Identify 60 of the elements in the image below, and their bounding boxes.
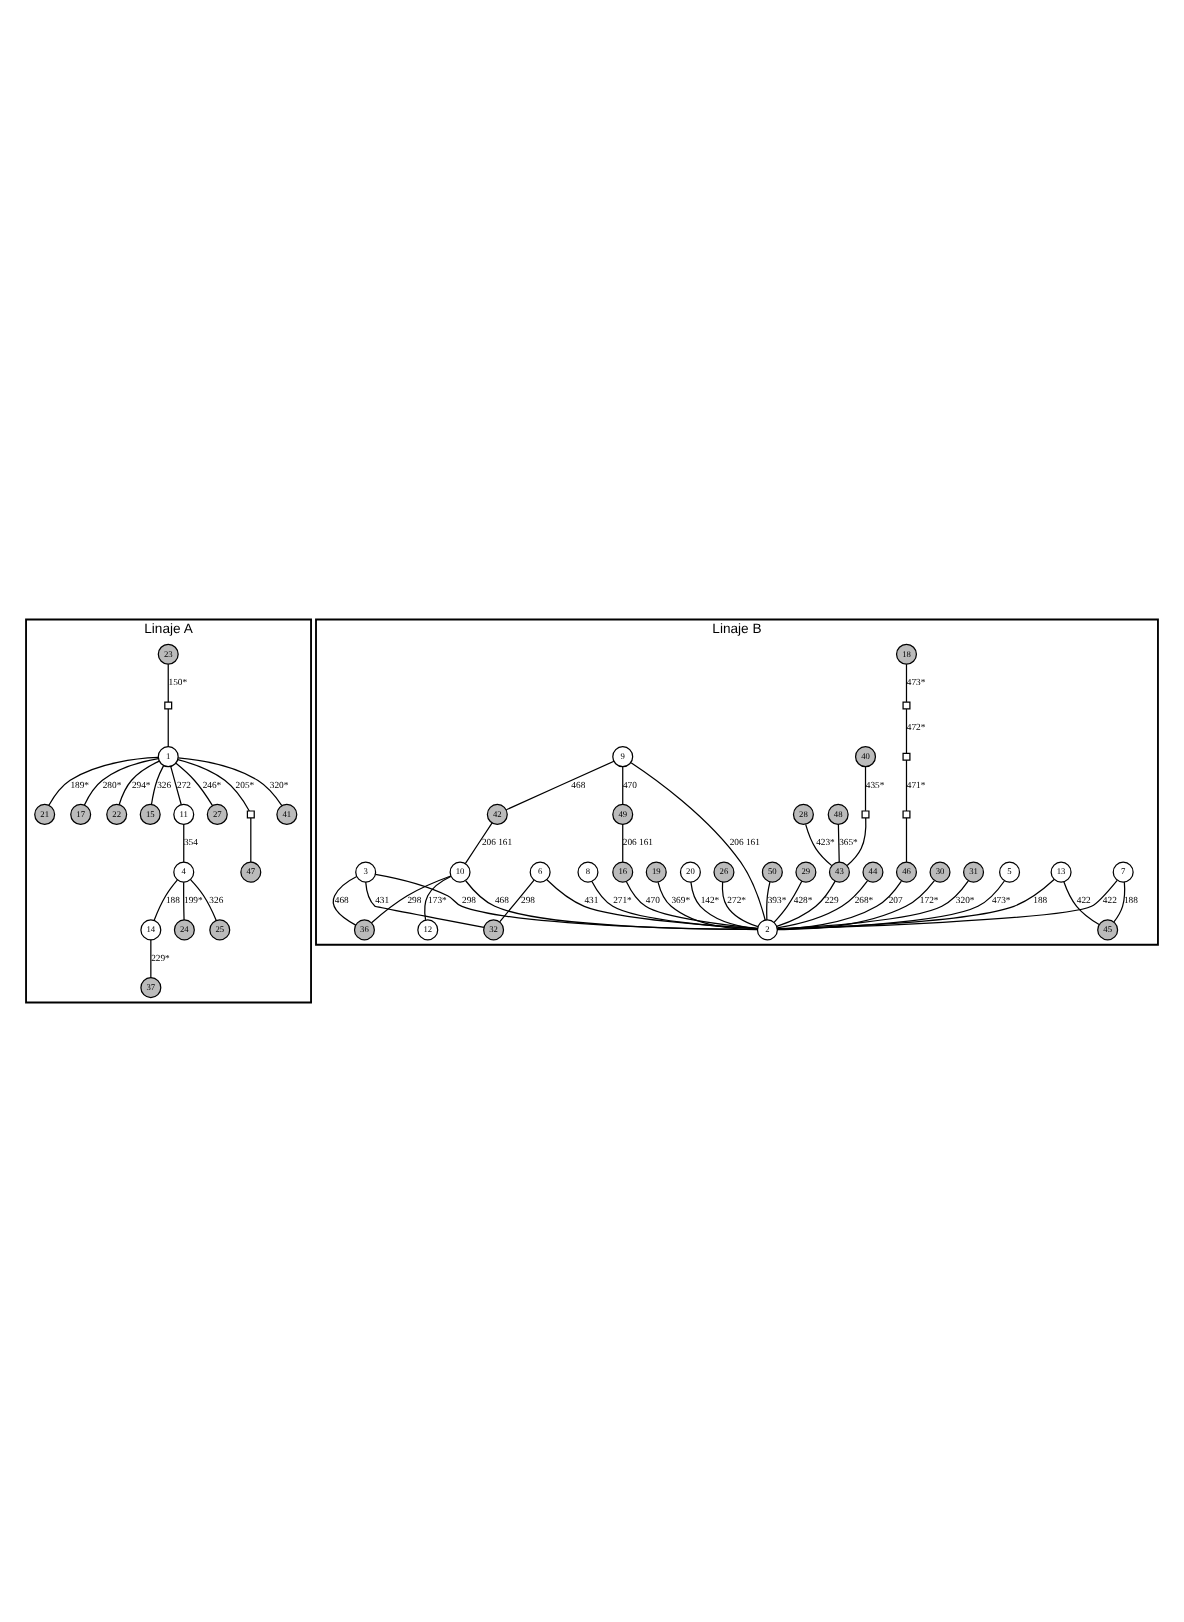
connector bbox=[905, 817, 908, 863]
connector bbox=[250, 817, 252, 863]
connector bbox=[118, 760, 160, 806]
connector bbox=[776, 880, 869, 929]
connector bbox=[657, 881, 759, 931]
node-box bbox=[902, 810, 911, 819]
connector bbox=[776, 880, 836, 928]
connector bbox=[183, 881, 185, 921]
node-box bbox=[902, 752, 911, 761]
connector bbox=[153, 879, 179, 922]
connector bbox=[170, 765, 182, 806]
connector bbox=[776, 880, 969, 930]
connector bbox=[805, 823, 833, 867]
connector bbox=[837, 823, 840, 863]
connector bbox=[776, 878, 1055, 930]
node-box bbox=[902, 701, 911, 710]
connector bbox=[48, 756, 159, 806]
connector bbox=[591, 880, 759, 930]
connector bbox=[1063, 881, 1100, 926]
connector bbox=[167, 663, 169, 703]
connector bbox=[625, 881, 759, 929]
connector bbox=[622, 823, 624, 863]
connector bbox=[630, 762, 766, 921]
connector bbox=[546, 879, 759, 930]
connector bbox=[690, 881, 759, 930]
connector bbox=[1113, 881, 1126, 923]
node-box bbox=[861, 810, 870, 819]
connector bbox=[766, 881, 771, 921]
connector bbox=[150, 939, 152, 979]
connector bbox=[177, 758, 250, 812]
connector bbox=[150, 764, 165, 806]
node-box bbox=[246, 810, 255, 819]
connector bbox=[499, 879, 535, 923]
connector bbox=[776, 879, 936, 931]
connector bbox=[776, 880, 903, 930]
connector bbox=[905, 663, 908, 703]
connector bbox=[721, 881, 759, 928]
connector bbox=[846, 817, 867, 867]
connector bbox=[465, 880, 758, 930]
connector bbox=[189, 879, 217, 921]
connector bbox=[905, 708, 908, 754]
connector bbox=[864, 766, 867, 812]
connector bbox=[776, 880, 1005, 930]
connector bbox=[505, 760, 615, 811]
connector bbox=[464, 822, 493, 865]
connector bbox=[374, 873, 758, 930]
connector bbox=[365, 881, 485, 929]
node-box bbox=[164, 701, 173, 710]
connector bbox=[776, 879, 1118, 930]
connector bbox=[332, 875, 358, 926]
connector bbox=[175, 762, 214, 807]
connector bbox=[371, 875, 452, 924]
connector bbox=[167, 708, 169, 748]
connector bbox=[622, 766, 624, 806]
connector bbox=[177, 757, 283, 807]
connector bbox=[83, 758, 159, 806]
connector bbox=[905, 759, 908, 812]
connector bbox=[183, 823, 185, 863]
connector bbox=[773, 880, 803, 923]
connector bbox=[424, 875, 452, 921]
